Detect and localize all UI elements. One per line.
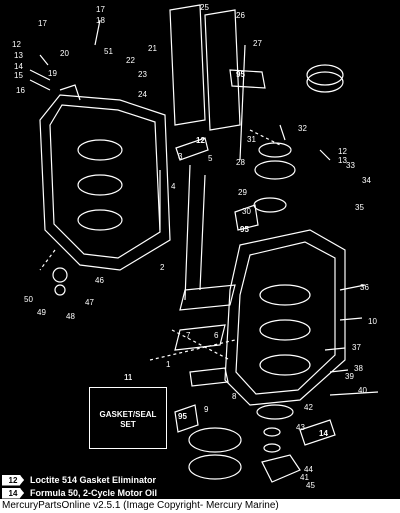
callout-label: 50 — [24, 295, 33, 304]
callout-label: 36 — [360, 283, 369, 292]
callout-label: 46 — [95, 276, 104, 285]
callout-label: 18 — [96, 16, 105, 25]
callout-label: 32 — [298, 124, 307, 133]
tube-badge: 14 — [319, 429, 328, 438]
callout-label: 24 — [138, 90, 147, 99]
callout-label: 26 — [236, 11, 245, 20]
legend-text: Formula 50, 2-Cycle Motor Oil — [30, 488, 158, 498]
callout-label: 30 — [242, 207, 251, 216]
callout-label: 22 — [126, 56, 135, 65]
callout-label: 43 — [296, 423, 305, 432]
callout-label: 4 — [171, 182, 176, 191]
callout-label: 13 — [338, 156, 347, 165]
callout-label: 16 — [16, 86, 25, 95]
callout-label: 5 — [208, 154, 213, 163]
callout-label: 12 — [338, 147, 347, 156]
callout-label: 42 — [304, 403, 313, 412]
callout-label: 14 — [14, 62, 23, 71]
callout-label: 34 — [362, 176, 371, 185]
tube-badge: 12 — [196, 136, 205, 145]
callout-label: 11 — [124, 373, 133, 382]
callout-label: 25 — [200, 3, 209, 12]
callout-label: 9 — [204, 405, 209, 414]
callout-label: 8 — [232, 392, 237, 401]
legend-tag: 12 — [2, 474, 24, 486]
callout-label: 6 — [214, 331, 219, 340]
callout-label: 17 — [38, 19, 47, 28]
callout-label: 41 — [300, 473, 309, 482]
callout-label: 45 — [306, 481, 315, 490]
callout-label: 29 — [238, 188, 247, 197]
callout-label: 13 — [14, 51, 23, 60]
callout-label: 47 — [85, 298, 94, 307]
callout-label: 3 — [178, 152, 183, 161]
gasket-outline — [169, 4, 206, 126]
callout-label: 20 — [60, 49, 69, 58]
legend-tag: 14 — [2, 487, 24, 499]
copyright-footer: MercuryPartsOnline v2.5.1 (Image Copyrig… — [0, 499, 400, 513]
callout-label: 44 — [304, 465, 313, 474]
callout-label: 2 — [160, 263, 165, 272]
gasket-kit-number: 11 — [124, 373, 133, 382]
callout-label: 27 — [253, 39, 262, 48]
gasket-seal-set-box: GASKET/SEAL SET — [89, 387, 167, 449]
callout-label: 1 — [166, 360, 171, 369]
cylinder-block-shape — [224, 229, 346, 406]
gasket-label-line1: GASKET/SEAL — [99, 410, 157, 419]
callout-label: 31 — [247, 135, 256, 144]
callout-label: 37 — [352, 343, 361, 352]
callout-label: 23 — [138, 70, 147, 79]
tube-badge: 95 — [240, 225, 249, 234]
callout-label: 39 — [345, 372, 354, 381]
callout-label: 7 — [186, 331, 191, 340]
callout-label: 51 — [104, 47, 113, 56]
callout-label: 15 — [14, 71, 23, 80]
tube-badge: 95 — [178, 412, 187, 421]
callout-label: 48 — [66, 312, 75, 321]
callout-label: 12 — [12, 40, 21, 49]
callout-label: 21 — [148, 44, 157, 53]
callout-label: 19 — [48, 69, 57, 78]
callout-label: 10 — [368, 317, 377, 326]
legend-text: Loctite 514 Gasket Eliminator — [30, 475, 157, 485]
legend-row-oil: 14 Formula 50, 2-Cycle Motor Oil — [2, 487, 157, 499]
callout-label: 17 — [96, 5, 105, 14]
crankcase-cover-shape — [39, 94, 171, 271]
tube-badge: 95 — [236, 70, 245, 79]
callout-label: 35 — [355, 203, 364, 212]
callout-label: 40 — [358, 386, 367, 395]
gasket-seal-set-label: GASKET/SEAL SET — [90, 410, 166, 430]
seal-ring — [258, 142, 292, 158]
callout-label: 28 — [236, 158, 245, 167]
legend-row-loctite: 12 Loctite 514 Gasket Eliminator — [2, 474, 156, 486]
callout-label: 33 — [346, 161, 355, 170]
gasket-label-line2: SET — [120, 420, 136, 429]
callout-label: 38 — [354, 364, 363, 373]
callout-label: 49 — [37, 308, 46, 317]
